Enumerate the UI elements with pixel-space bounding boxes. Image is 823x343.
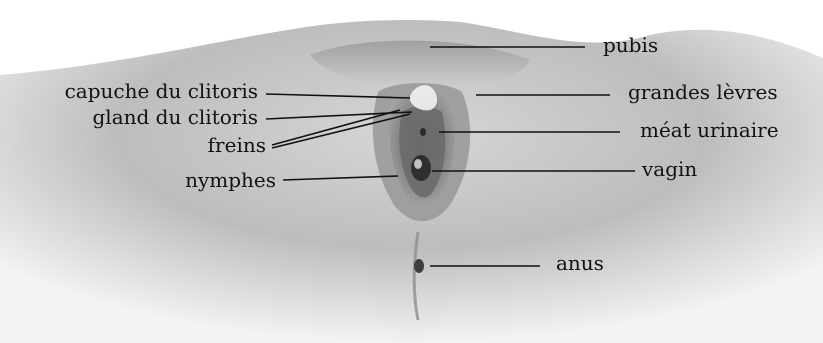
anus-shape (414, 259, 424, 273)
vaginal-highlight (414, 159, 422, 169)
urethral-meatus (420, 128, 426, 136)
label-grandes-levres: grandes lèvres (628, 80, 778, 104)
vaginal-opening (411, 155, 431, 181)
label-capuche: capuche du clitoris (65, 79, 258, 103)
label-meat: méat urinaire (640, 118, 779, 142)
label-pubis: pubis (603, 33, 658, 57)
label-nymphes: nymphes (185, 168, 276, 192)
label-freins: freins (208, 133, 266, 157)
label-anus: anus (556, 251, 604, 275)
label-vagin: vagin (641, 157, 697, 181)
label-gland: gland du clitoris (93, 105, 259, 129)
